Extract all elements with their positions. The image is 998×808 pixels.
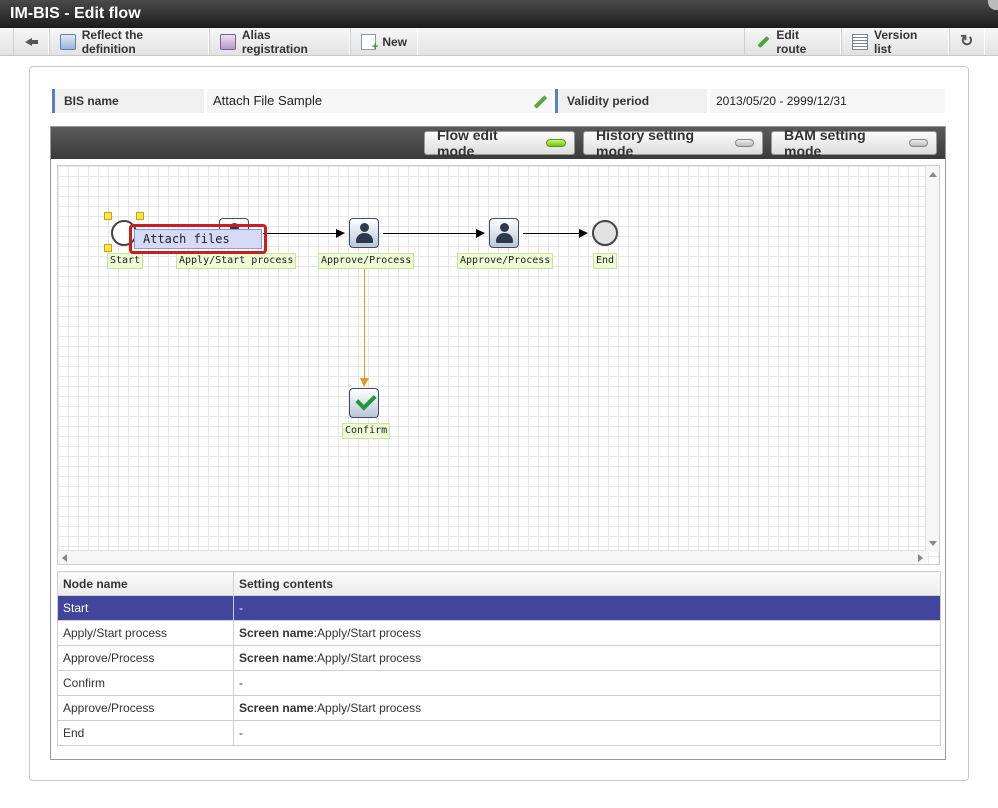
window-title: IM-BIS - Edit flow bbox=[10, 5, 141, 22]
setting-cell: Screen name:Apply/Start process bbox=[233, 645, 941, 671]
flow-edit-mode-label: Flow edit mode bbox=[437, 127, 498, 159]
horizontal-scrollbar[interactable] bbox=[58, 550, 927, 564]
attach-files-menu-item[interactable]: Attach files bbox=[134, 229, 262, 249]
node-name-cell: End bbox=[57, 720, 234, 746]
flow-edit-lamp-icon bbox=[546, 139, 566, 147]
node-name-cell: Approve/Process bbox=[57, 695, 234, 721]
node-name-cell: Apply/Start process bbox=[57, 620, 234, 646]
edit-route-label: Edit route bbox=[776, 27, 807, 56]
screen-name-key: Screen name bbox=[239, 701, 314, 715]
edge-approve1-approve2 bbox=[383, 229, 485, 238]
screen-name-value: :Apply/Start process bbox=[313, 701, 422, 715]
scroll-down-icon[interactable] bbox=[929, 541, 937, 546]
setting-cell: - bbox=[233, 595, 941, 621]
history-setting-lamp-icon bbox=[735, 139, 754, 147]
node-name-cell: Approve/Process bbox=[57, 645, 234, 671]
table-row[interactable]: Confirm - bbox=[57, 670, 941, 696]
edge-approve2-end bbox=[523, 229, 588, 238]
bam-setting-lamp-icon bbox=[908, 139, 928, 147]
table-row[interactable]: Approve/Process Screen name:Apply/Start … bbox=[57, 645, 941, 671]
apply-node-label: Apply/Start process bbox=[176, 253, 297, 269]
bis-info-row: BIS name Attach File Sample Validity per… bbox=[52, 89, 945, 113]
flow-canvas[interactable]: Start Apply/Start process Approve/Proces… bbox=[57, 165, 940, 565]
approve-node-2-label: Approve/Process bbox=[457, 253, 554, 269]
edge-approve1-confirm bbox=[360, 268, 369, 387]
setting-cell: - bbox=[233, 720, 941, 746]
scroll-right-icon[interactable] bbox=[918, 554, 923, 562]
approve-node-2[interactable] bbox=[489, 218, 519, 248]
version-list-button[interactable]: Version list bbox=[841, 27, 949, 56]
end-node-label: End bbox=[593, 253, 618, 269]
validity-period-value: 2013/05/20 - 2999/12/31 bbox=[710, 89, 945, 113]
flow-editor-panel: Flow edit mode History setting mode BAM … bbox=[50, 126, 946, 760]
approve-node-1-label: Approve/Process bbox=[318, 253, 415, 269]
setting-cell: Screen name:Apply/Start process bbox=[233, 620, 941, 646]
alias-registration-button[interactable]: Alias registration bbox=[209, 27, 350, 56]
vertical-scrollbar[interactable] bbox=[925, 166, 939, 552]
start-node-label: Start bbox=[107, 253, 144, 269]
edge-apply-approve1 bbox=[263, 229, 345, 238]
back-arrow-icon bbox=[23, 34, 39, 50]
list-icon bbox=[852, 33, 868, 50]
flow-edit-mode-button[interactable]: Flow edit mode bbox=[424, 127, 575, 159]
bam-setting-mode-button[interactable]: BAM setting mode bbox=[771, 127, 937, 159]
window-titlebar: IM-BIS - Edit flow bbox=[0, 0, 998, 28]
alias-icon bbox=[220, 33, 236, 50]
validity-period-label: Validity period bbox=[555, 89, 707, 113]
approve-node-1[interactable] bbox=[349, 218, 379, 248]
toolbar: Reflect the definition Alias registratio… bbox=[0, 28, 998, 56]
reflect-definition-button[interactable]: Reflect the definition bbox=[49, 27, 209, 56]
edit-route-button[interactable]: Edit route bbox=[744, 27, 841, 56]
history-setting-mode-button[interactable]: History setting mode bbox=[583, 127, 763, 159]
back-button[interactable] bbox=[13, 28, 49, 55]
table-row[interactable]: Apply/Start process Screen name:Apply/St… bbox=[57, 620, 941, 646]
window-corner bbox=[988, 0, 998, 10]
bam-setting-mode-label: BAM setting mode bbox=[784, 127, 866, 159]
version-list-label: Version list bbox=[874, 27, 918, 56]
screen-name-key: Screen name bbox=[239, 626, 314, 640]
table-header-row: Node name Setting contents bbox=[57, 571, 941, 596]
refresh-button[interactable] bbox=[949, 28, 985, 55]
pencil-icon bbox=[755, 34, 770, 50]
table-row[interactable]: Start - bbox=[57, 595, 941, 621]
node-name-cell: Start bbox=[57, 595, 234, 621]
node-name-header: Node name bbox=[57, 571, 234, 596]
setting-cell: - bbox=[233, 670, 941, 696]
node-settings-table: Node name Setting contents Start - Apply… bbox=[57, 571, 941, 746]
setting-contents-header: Setting contents bbox=[233, 571, 941, 596]
end-node[interactable] bbox=[592, 220, 618, 246]
screen-name-value: :Apply/Start process bbox=[313, 626, 422, 640]
mode-bar: Flow edit mode History setting mode BAM … bbox=[51, 127, 945, 159]
attach-files-popup[interactable]: Attach files bbox=[129, 224, 267, 254]
screen-name-key: Screen name bbox=[239, 651, 314, 665]
table-row[interactable]: End - bbox=[57, 720, 941, 746]
new-label: New bbox=[382, 34, 407, 49]
screen-name-value: :Apply/Start process bbox=[313, 651, 422, 665]
confirm-node-label: Confirm bbox=[342, 423, 391, 439]
selection-handle[interactable] bbox=[104, 212, 112, 220]
edit-name-pencil-icon[interactable] bbox=[532, 94, 548, 108]
reflect-definition-label: Reflect the definition bbox=[81, 27, 144, 56]
confirm-node[interactable] bbox=[349, 388, 379, 418]
table-row[interactable]: Approve/Process Screen name:Apply/Start … bbox=[57, 695, 941, 721]
scroll-left-icon[interactable] bbox=[62, 554, 67, 562]
new-document-icon bbox=[361, 33, 379, 53]
node-name-cell: Confirm bbox=[57, 670, 234, 696]
history-setting-mode-label: History setting mode bbox=[596, 127, 695, 159]
selection-handle[interactable] bbox=[136, 212, 144, 220]
new-button[interactable]: New bbox=[350, 28, 418, 55]
scroll-up-icon[interactable] bbox=[929, 172, 937, 177]
bis-name-value: Attach File Sample bbox=[207, 89, 552, 113]
bis-name-label: BIS name bbox=[52, 89, 204, 113]
reflect-icon bbox=[60, 33, 76, 50]
alias-registration-label: Alias registration bbox=[241, 27, 308, 56]
setting-cell: Screen name:Apply/Start process bbox=[233, 695, 941, 721]
refresh-icon bbox=[959, 31, 975, 51]
selection-handle[interactable] bbox=[104, 244, 112, 252]
